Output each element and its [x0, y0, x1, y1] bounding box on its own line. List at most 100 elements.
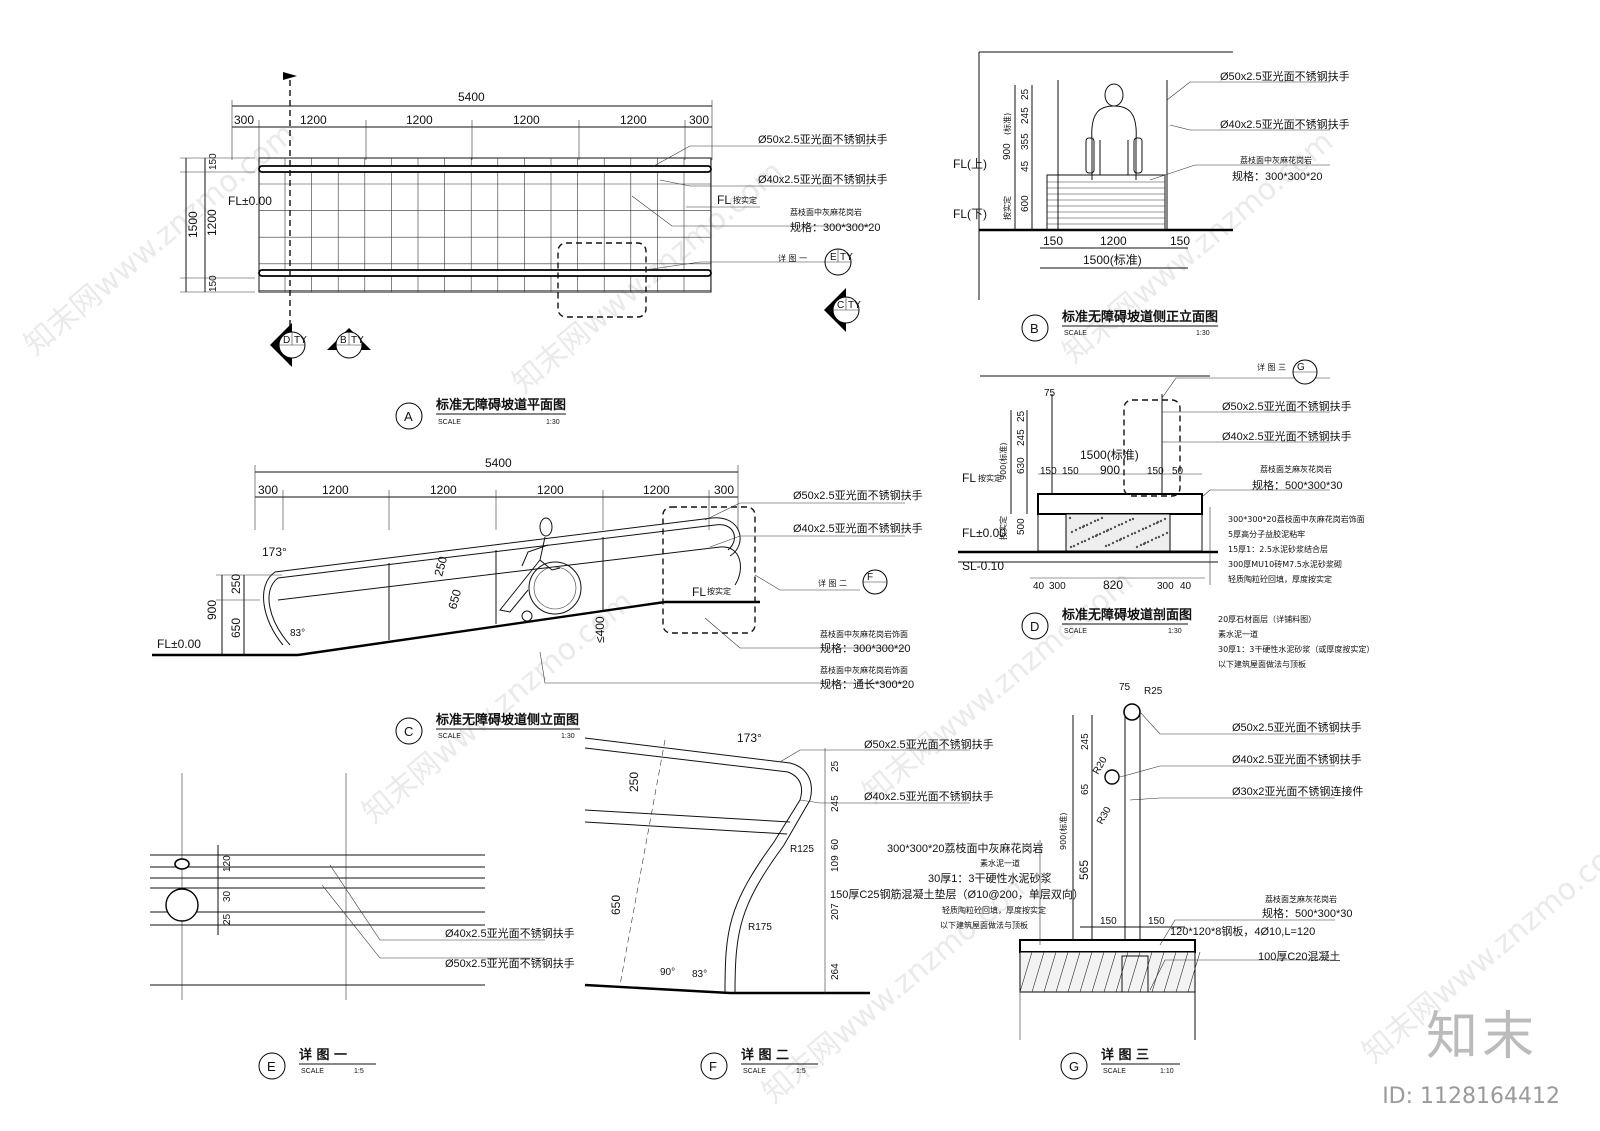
- title-block-f: F 详 图 二 SCALE 1:5: [700, 1047, 818, 1080]
- svg-text:300: 300: [1157, 581, 1174, 592]
- svg-text:E: E: [267, 1059, 276, 1074]
- svg-text:详 图 二: 详 图 二: [818, 578, 847, 588]
- svg-text:素水泥一道: 素水泥一道: [980, 858, 1020, 868]
- svg-text:30厚1：3干硬性水泥砂浆（或厚度按实定）: 30厚1：3干硬性水泥砂浆（或厚度按实定）: [1218, 644, 1374, 654]
- aggregate-dot: [1093, 519, 1097, 523]
- view-e-detail-one: 120 25 30 Ø40x2.5亚光面不锈钢扶手 Ø50x2.5亚光面不锈钢扶…: [150, 773, 575, 1000]
- aggregate-dot: [1120, 522, 1124, 526]
- dim-seg: 1200: [406, 113, 433, 127]
- svg-text:355: 355: [1020, 133, 1031, 150]
- svg-text:900(标准): 900(标准): [1058, 812, 1068, 850]
- svg-text:Ø40x2.5亚光面不锈钢扶手: Ø40x2.5亚光面不锈钢扶手: [758, 172, 888, 186]
- aggregate-dot: [1154, 536, 1158, 540]
- svg-text:G: G: [1297, 362, 1305, 373]
- svg-text:规格：500*300*30: 规格：500*300*30: [1252, 478, 1343, 492]
- view-b-front-elevation: 25 245 355 900 (标准) 45 600 按实定 FL(上) FL(…: [953, 51, 1350, 300]
- svg-text:Ø50x2.5亚光面不锈钢扶手: Ø50x2.5亚光面不锈钢扶手: [1232, 720, 1362, 734]
- brand-watermark: 知末: [1425, 1007, 1538, 1067]
- svg-text:FL: FL: [962, 471, 976, 485]
- svg-text:B: B: [1030, 321, 1039, 336]
- section-marker-e: E TY: [824, 248, 853, 276]
- svg-text:25: 25: [1016, 410, 1027, 422]
- svg-text:规格：300*300*20: 规格：300*300*20: [1232, 169, 1323, 183]
- svg-text:1200: 1200: [205, 209, 219, 236]
- svg-text:245: 245: [1020, 107, 1031, 124]
- svg-text:轻质陶粒砼回填，厚度按实定: 轻质陶粒砼回填，厚度按实定: [1228, 574, 1332, 584]
- svg-text:630: 630: [1016, 457, 1027, 474]
- svg-text:Ø50x2.5亚光面不锈钢扶手: Ø50x2.5亚光面不锈钢扶手: [758, 132, 888, 146]
- svg-text:FL(下): FL(下): [953, 207, 987, 221]
- aggregate-dot: [1085, 523, 1089, 527]
- svg-text:素水泥一道: 素水泥一道: [1218, 629, 1258, 639]
- aggregate-dot: [1146, 540, 1150, 544]
- aggregate-dot: [1076, 542, 1080, 546]
- svg-text:250: 250: [229, 574, 243, 594]
- aggregate-dot: [1096, 518, 1100, 522]
- svg-text:300*300*20荔枝面中灰麻花岗岩: 300*300*20荔枝面中灰麻花岗岩: [887, 841, 1044, 855]
- dim-seg: 300: [234, 113, 254, 127]
- svg-text:173°: 173°: [737, 731, 762, 745]
- aggregate-dot: [1078, 526, 1082, 530]
- svg-text:1200: 1200: [537, 483, 564, 497]
- aggregate-dot: [1074, 528, 1078, 532]
- svg-text:Ø50x2.5亚光面不锈钢扶手: Ø50x2.5亚光面不锈钢扶手: [1220, 69, 1350, 83]
- svg-text:规格：500*300*30: 规格：500*300*30: [1262, 906, 1353, 920]
- svg-text:900(标准): 900(标准): [998, 442, 1008, 480]
- svg-text:150: 150: [208, 275, 219, 292]
- svg-text:1:30: 1:30: [1196, 330, 1210, 337]
- svg-text:SCALE: SCALE: [1103, 1068, 1126, 1075]
- dim-total: 5400: [458, 90, 485, 104]
- svg-text:1500(标准): 1500(标准): [1083, 253, 1142, 267]
- svg-text:120*120*8钢板，4Ø10,L=120: 120*120*8钢板，4Ø10,L=120: [1170, 924, 1315, 938]
- svg-text:荔枝面中灰麻花岗岩: 荔枝面中灰麻花岗岩: [790, 207, 862, 217]
- svg-text:245: 245: [1016, 429, 1027, 446]
- svg-text:25: 25: [1020, 88, 1031, 100]
- svg-text:1200: 1200: [1100, 234, 1127, 248]
- title-block-g: G 详 图 三 SCALE 1:10: [1060, 1047, 1180, 1080]
- aggregate-dot: [1102, 530, 1106, 534]
- svg-text:Ø50x2.5亚光面不锈钢扶手: Ø50x2.5亚光面不锈钢扶手: [864, 737, 994, 751]
- svg-text:SCALE: SCALE: [301, 1068, 324, 1075]
- svg-text:900: 900: [1002, 143, 1013, 160]
- svg-text:264: 264: [830, 963, 841, 980]
- svg-text:1200: 1200: [430, 483, 457, 497]
- hatch-line: [1187, 951, 1201, 993]
- svg-text:25: 25: [830, 760, 841, 772]
- svg-text:1200: 1200: [322, 483, 349, 497]
- aggregate-dot: [1137, 529, 1141, 533]
- svg-text:1500: 1500: [186, 211, 200, 238]
- dim-seg: 1200: [513, 113, 540, 127]
- aggregate-dot: [1128, 518, 1132, 522]
- svg-text:Ø40x2.5亚光面不锈钢扶手: Ø40x2.5亚光面不锈钢扶手: [1222, 429, 1352, 443]
- aggregate-dot: [1111, 541, 1115, 545]
- svg-text:SCALE: SCALE: [438, 419, 461, 426]
- aggregate-dot: [1126, 534, 1130, 538]
- svg-text:150: 150: [1040, 466, 1057, 477]
- svg-text:500: 500: [1016, 518, 1027, 535]
- svg-text:1500(标准): 1500(标准): [1080, 448, 1139, 462]
- hatch-line: [1079, 951, 1093, 993]
- aggregate-dot: [1133, 531, 1137, 535]
- dim-seg: 1200: [620, 113, 647, 127]
- svg-text:按实定: 按实定: [707, 586, 731, 596]
- svg-text:详 图 三: 详 图 三: [1257, 362, 1286, 372]
- svg-text:245: 245: [1080, 733, 1091, 750]
- svg-text:SL-0.10: SL-0.10: [962, 559, 1004, 573]
- svg-text:SCALE: SCALE: [438, 733, 461, 740]
- section-marker-b: B TY: [327, 328, 371, 359]
- aggregate-dot: [1119, 537, 1123, 541]
- hatch-line: [1067, 951, 1081, 993]
- svg-text:1:30: 1:30: [1168, 628, 1182, 635]
- hatch-line: [1127, 951, 1141, 993]
- aggregate-dot: [1070, 530, 1074, 534]
- svg-text:109: 109: [830, 855, 841, 872]
- svg-text:FL±0.00: FL±0.00: [157, 637, 201, 651]
- svg-text:R30: R30: [1095, 805, 1114, 827]
- svg-text:900: 900: [1100, 463, 1120, 477]
- hatch-line: [1151, 951, 1165, 993]
- svg-text:173°: 173°: [262, 545, 287, 559]
- svg-text:标准无障碍坡道侧正立面图: 标准无障碍坡道侧正立面图: [1061, 309, 1218, 325]
- aggregate-dot: [1069, 545, 1073, 549]
- svg-text:详 图 二: 详 图 二: [741, 1047, 789, 1063]
- aggregate-dot: [1122, 536, 1126, 540]
